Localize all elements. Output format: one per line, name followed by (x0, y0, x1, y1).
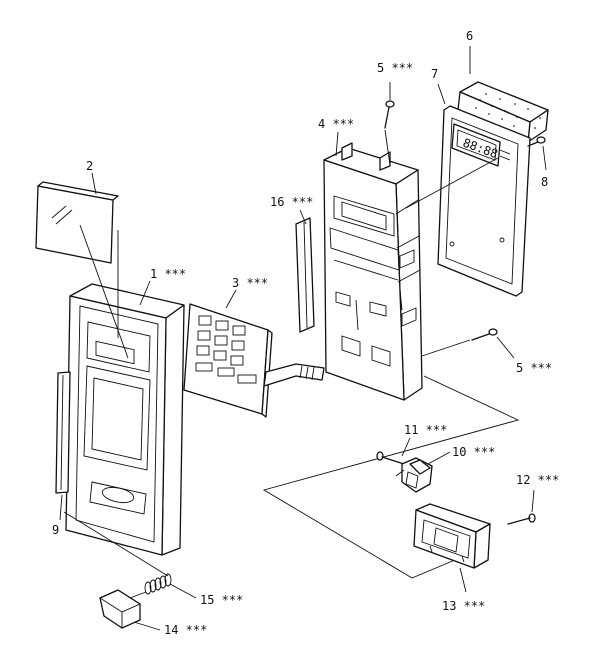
callout-5-top: 5 *** (377, 61, 413, 75)
callout-10: 10 *** (452, 445, 495, 459)
part-12-screw (507, 513, 536, 525)
part-11-screw (376, 451, 405, 465)
callout-15: 15 *** (200, 593, 243, 607)
callout-3: 3 *** (232, 276, 268, 290)
callout-12: 12 *** (516, 473, 559, 487)
part-4-control-chassis (323, 142, 423, 401)
callout-7: 7 (431, 67, 438, 81)
guide-line (63, 511, 169, 577)
callout-2: 2 (86, 159, 93, 173)
leader-5-right (496, 336, 515, 359)
part-8-screw (527, 136, 546, 147)
part-1-control-panel-frame (65, 283, 185, 556)
callout-9: 9 (52, 523, 59, 537)
callout-13: 13 *** (442, 599, 485, 613)
leader-14 (133, 621, 161, 631)
guide-line (421, 339, 471, 357)
guide-line (405, 157, 499, 209)
callout-16: 16 *** (270, 195, 313, 209)
callout-14: 14 *** (164, 623, 207, 637)
callout-1: 1 *** (150, 267, 186, 281)
leader-16 (299, 209, 307, 225)
leader-13 (459, 567, 467, 593)
callout-4: 4 *** (318, 117, 354, 131)
part-13-bracket (413, 503, 491, 569)
part-7-display-board (437, 105, 531, 297)
part-16-strip (295, 217, 315, 333)
leader-9 (59, 494, 63, 521)
part-2-window-glass (35, 181, 119, 264)
part-15-spring (144, 573, 172, 595)
callout-11: 11 *** (404, 423, 447, 437)
leader-10 (427, 451, 451, 465)
guide-line (384, 129, 391, 166)
leader-3 (225, 289, 237, 309)
guide-line (79, 224, 129, 359)
callout-5-right: 5 *** (516, 361, 552, 375)
part-14-release-button (99, 589, 147, 629)
leader-2 (91, 172, 97, 195)
leader-12 (531, 489, 535, 513)
leader-7 (437, 83, 446, 105)
leader-1 (139, 280, 151, 306)
leader-15 (169, 583, 197, 599)
mounting-plane-outline (262, 375, 520, 579)
callout-6: 6 (466, 29, 473, 43)
leader-11 (401, 437, 411, 457)
callout-8: 8 (541, 175, 548, 189)
leader-4 (335, 131, 339, 157)
part-9-side-strip (55, 371, 71, 494)
part-10-latch-switch (395, 457, 433, 493)
part-5-screw-right (471, 328, 498, 341)
part-3-touch-keypad (183, 303, 325, 418)
part-5-screw-top (384, 100, 395, 129)
leader-8 (542, 145, 547, 171)
